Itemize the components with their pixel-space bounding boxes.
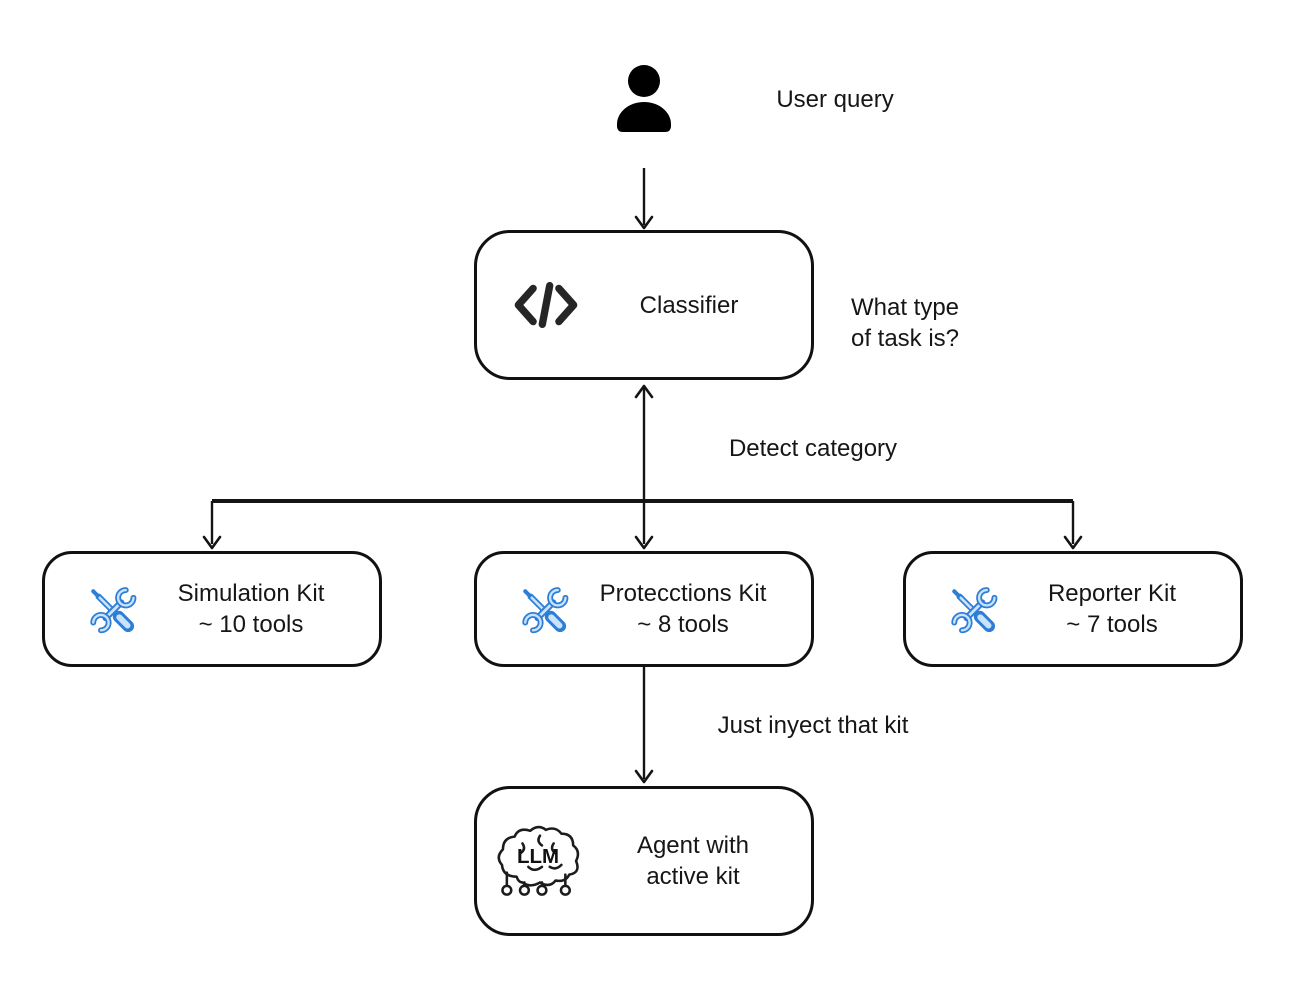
kit-subtitle: ~ 10 tools xyxy=(198,611,304,638)
agent-title-line1: Agent with xyxy=(636,832,750,859)
edge-user-to-classifier xyxy=(634,168,654,230)
classifier-note-line1: What type xyxy=(850,294,960,321)
classifier-note-line2: of task is? xyxy=(850,325,960,352)
kit-title: Reporter Kit xyxy=(1047,580,1177,607)
llm-text: LLM xyxy=(517,845,559,868)
tools-icon xyxy=(85,583,137,635)
edge-bar-to-reporter-kit xyxy=(1063,501,1083,550)
kit-node-simulation: Simulation Kit ~ 10 tools xyxy=(42,551,382,667)
edge-bar-to-simulation-kit xyxy=(202,501,222,550)
kit-node-reporter: Reporter Kit ~ 7 tools xyxy=(903,551,1243,667)
agent-title-line2: active kit xyxy=(646,863,740,890)
classifier-label: Classifier xyxy=(639,291,739,319)
detect-category-label: Detect category xyxy=(728,435,898,462)
kit-node-protections: Protecctions Kit ~ 8 tools xyxy=(474,551,814,667)
user-query-label: User query xyxy=(776,86,894,113)
kit-subtitle: ~ 7 tools xyxy=(1066,611,1158,638)
person-icon xyxy=(609,64,679,138)
edge-kit-to-agent xyxy=(634,667,654,784)
classifier-note: What type of task is? xyxy=(805,292,1005,354)
inject-kit-label: Just inyect that kit xyxy=(717,712,909,739)
llm-brain-icon: LLM xyxy=(491,822,589,900)
edge-bar-to-classifier xyxy=(634,384,654,501)
code-icon xyxy=(511,279,581,331)
kit-subtitle: ~ 8 tools xyxy=(637,611,729,638)
agent-node: LLM Agent with active kit xyxy=(474,786,814,936)
edge-bar-to-protections-kit xyxy=(634,501,654,550)
tools-icon xyxy=(946,583,998,635)
kit-title: Simulation Kit xyxy=(177,580,325,607)
classifier-node: Classifier xyxy=(474,230,814,380)
tools-icon xyxy=(517,583,569,635)
kit-title: Protecctions Kit xyxy=(599,580,767,607)
